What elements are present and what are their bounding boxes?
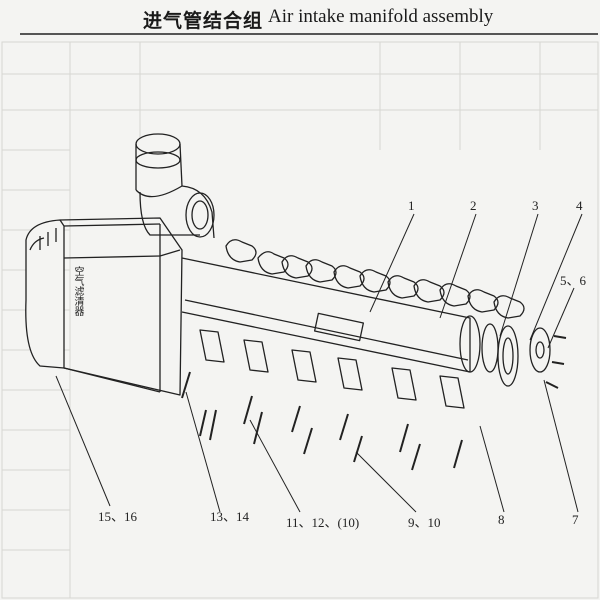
bolts bbox=[181, 335, 567, 471]
callout-1: 1 bbox=[408, 198, 415, 213]
callout-3: 3 bbox=[532, 198, 539, 213]
title-chinese: 进气管结合组 bbox=[143, 10, 264, 32]
air-filter-box bbox=[25, 217, 183, 396]
manifold-tube bbox=[181, 257, 481, 373]
callout-13-14: 13、14 bbox=[210, 509, 250, 524]
callout-4: 4 bbox=[576, 198, 583, 213]
runner-flanges bbox=[199, 329, 465, 409]
callout-2: 2 bbox=[470, 198, 477, 213]
callout-5-6: 5、6 bbox=[560, 273, 587, 288]
callout-15-16: 15、16 bbox=[98, 509, 138, 524]
callout-7: 7 bbox=[572, 512, 579, 527]
turbo-elbow bbox=[135, 133, 215, 239]
air-filter-label: 空气滤清器 bbox=[72, 266, 83, 316]
callout-9-10: 9、10 bbox=[408, 515, 441, 530]
callout-11-12: 11、12、(10) bbox=[286, 515, 360, 530]
end-parts bbox=[481, 323, 551, 387]
gasket-row bbox=[225, 239, 525, 319]
leader-lines bbox=[55, 213, 583, 513]
title-english: Air intake manifold assembly bbox=[268, 6, 494, 27]
callout-8: 8 bbox=[498, 512, 505, 527]
